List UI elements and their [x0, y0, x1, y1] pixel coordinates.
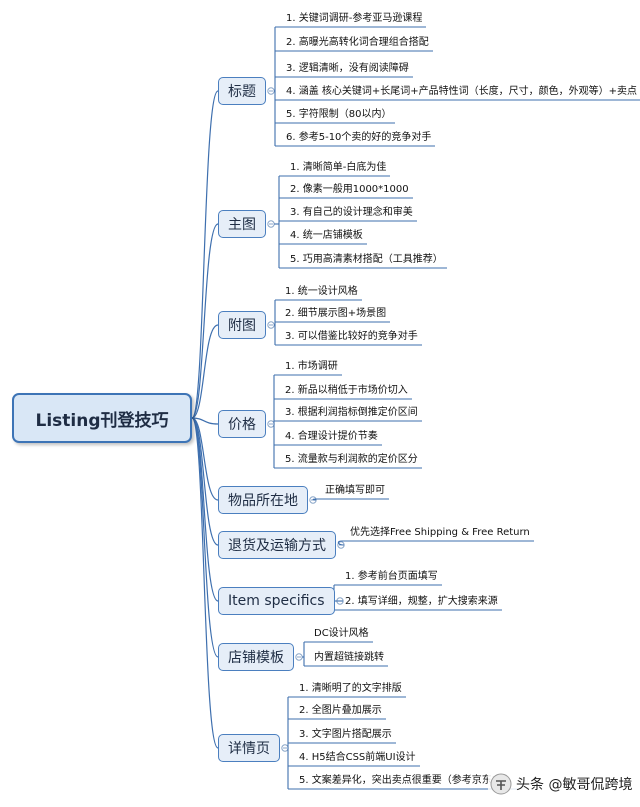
- category-item-specifics: Item specifics: [218, 587, 335, 615]
- leaf-item: 3. 逻辑清晰，没有阅读障碍: [286, 63, 409, 74]
- leaf-item: 1. 清晰简单-白底为佳: [290, 162, 387, 173]
- watermark: 头条 @敏哥侃跨境: [488, 770, 637, 798]
- category-title: 标题: [218, 77, 266, 105]
- leaf-item: 4. 统一店铺模板: [290, 230, 363, 241]
- bracket-stem-line: [312, 498, 318, 501]
- bracket-stem-line: [337, 540, 345, 546]
- leaf-item: 4. 合理设计提价节奏: [285, 431, 378, 442]
- leaf-item: 1. 关键词调研-参考亚马逊课程: [286, 13, 423, 24]
- category-item-location: 物品所在地: [218, 486, 308, 514]
- leaf-item: 内置超链接跳转: [314, 652, 384, 663]
- root-connector-line: [191, 324, 219, 419]
- leaf-item: 1. 清晰明了的文字排版: [299, 683, 402, 694]
- leaf-item: 5. 字符限制（80以内）: [286, 109, 392, 120]
- leaf-item: 1. 市场调研: [285, 361, 338, 372]
- category-returns-shipping: 退货及运输方式: [218, 531, 336, 559]
- toutiao-logo-icon: [490, 773, 512, 795]
- leaf-item: 3. 有自己的设计理念和审美: [290, 207, 413, 218]
- leaf-item: 3. 可以借鉴比较好的竞争对手: [285, 331, 418, 342]
- root-connector-line: [191, 417, 219, 749]
- category-detail-page: 详情页: [218, 734, 280, 762]
- leaf-item: 2. 填写详细，规整，扩大搜索来源: [345, 596, 498, 607]
- category-price: 价格: [218, 410, 266, 438]
- root-connector-line: [191, 90, 219, 419]
- root-connector-line: [191, 417, 219, 602]
- root-connector-line: [191, 417, 219, 658]
- category-main-image: 主图: [218, 210, 266, 238]
- leaf-item: 4. 涵盖 核心关键词+长尾词+产品特性词（长度，尺寸，颜色，外观等）+卖点: [286, 86, 638, 97]
- leaf-item: 4. H5结合CSS前端UI设计: [299, 752, 416, 763]
- watermark-text: 头条 @敏哥侃跨境: [516, 777, 633, 793]
- leaf-item: 5. 文案差异化，突出卖点很重要（参考京东3C）: [299, 775, 516, 786]
- leaf-item: 2. 新品以稍低于市场价切入: [285, 385, 408, 396]
- leaf-item: 5. 流量款与利润款的定价区分: [285, 454, 418, 465]
- leaf-item: 优先选择Free Shipping & Free Return: [350, 527, 530, 538]
- leaf-item: 1. 统一设计风格: [285, 286, 358, 297]
- root-connector-line: [191, 223, 219, 419]
- leaf-item: 3. 文字图片搭配展示: [299, 729, 392, 740]
- category-additional-images: 附图: [218, 311, 266, 339]
- leaf-item: 2. 高曝光高转化词合理组合搭配: [286, 37, 429, 48]
- leaf-item: 3. 根据利润指标倒推定价区间: [285, 407, 418, 418]
- root-connector-line: [191, 417, 219, 425]
- leaf-item: 2. 细节展示图+场景图: [285, 308, 387, 319]
- leaf-item: 6. 参考5-10个卖的好的竞争对手: [286, 132, 432, 143]
- leaf-item: DC设计风格: [314, 628, 369, 639]
- leaf-item: 5. 巧用高清素材搭配（工具推荐）: [290, 254, 443, 265]
- leaf-item: 正确填写即可: [325, 485, 385, 496]
- leaf-item: 2. 像素一般用1000*1000: [290, 184, 409, 195]
- leaf-item: 2. 全图片叠加展示: [299, 705, 382, 716]
- root-node: Listing刊登技巧: [12, 393, 192, 443]
- category-store-template: 店铺模板: [218, 643, 294, 671]
- leaf-item: 1. 参考前台页面填写: [345, 571, 438, 582]
